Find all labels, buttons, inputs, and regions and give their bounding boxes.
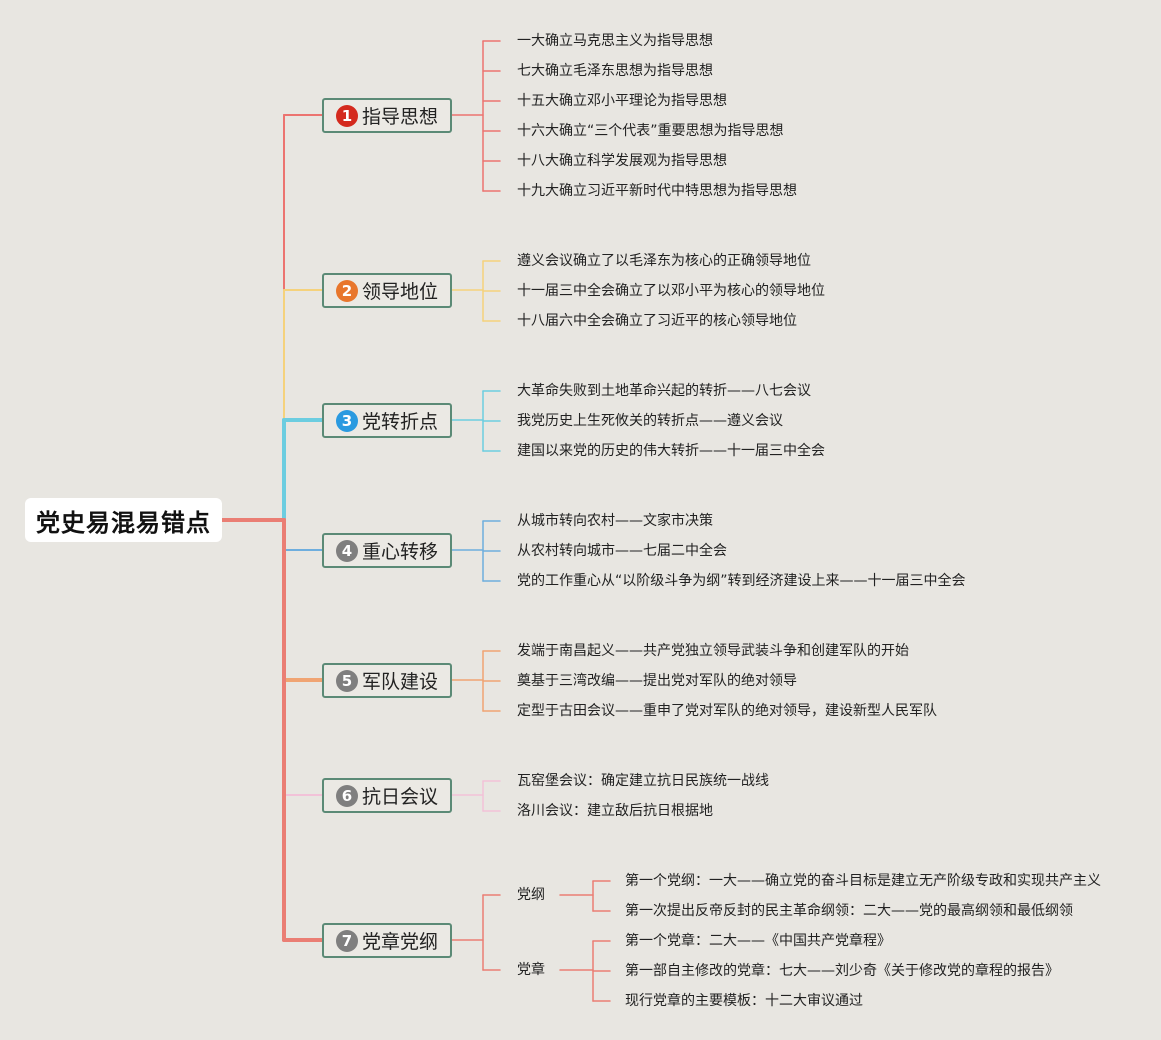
branch-label: 军队建设: [361, 671, 438, 693]
number-badge-icon: 7: [335, 929, 358, 952]
leaf-item[interactable]: 建国以来党的历史的伟大转折——十一届三中全会: [517, 443, 825, 459]
leaf-item[interactable]: 瓦窑堡会议：确定建立抗日民族统一战线: [517, 773, 769, 789]
branch-label: 领导地位: [361, 281, 438, 303]
number-badge-icon: 5: [335, 669, 358, 692]
branch-label: 党转折点: [361, 411, 438, 433]
root-topic[interactable]: 党史易混易错点: [25, 498, 222, 542]
leaf-item[interactable]: 从城市转向农村——文家市决策: [517, 513, 713, 529]
branch-label: 指导思想: [361, 106, 438, 128]
leaf-item[interactable]: 十九大确立习近平新时代中特思想为指导思想: [517, 183, 797, 199]
leaf-item[interactable]: 一大确立马克思主义为指导思想: [517, 33, 713, 49]
leaf-item[interactable]: 第一个党纲：一大——确立党的奋斗目标是建立无产阶级专政和实现共产主义: [625, 873, 1101, 889]
number-badge-icon: 2: [335, 279, 358, 302]
number-badge-icon: 3: [335, 409, 358, 432]
leaf-item[interactable]: 大革命失败到土地革命兴起的转折——八七会议: [517, 383, 811, 399]
leaf-item[interactable]: 十五大确立邓小平理论为指导思想: [517, 93, 727, 109]
leaf-item[interactable]: 我党历史上生死攸关的转折点——遵义会议: [517, 413, 783, 429]
leaf-item[interactable]: 遵义会议确立了以毛泽东为核心的正确领导地位: [517, 253, 811, 269]
branch-label: 重心转移: [361, 541, 438, 563]
leaf-item[interactable]: 洛川会议：建立敌后抗日根据地: [517, 803, 713, 819]
sub-topic[interactable]: 党章: [517, 962, 545, 978]
number-badge-icon: 6: [335, 784, 358, 807]
leaf-item[interactable]: 七大确立毛泽东思想为指导思想: [517, 63, 713, 79]
leaf-item[interactable]: 第一部自主修改的党章：七大——刘少奇《关于修改党的章程的报告》: [625, 963, 1059, 979]
leaf-item[interactable]: 十八大确立科学发展观为指导思想: [517, 153, 727, 169]
sub-topic[interactable]: 党纲: [517, 887, 545, 903]
leaf-item[interactable]: 发端于南昌起义——共产党独立领导武装斗争和创建军队的开始: [517, 643, 909, 659]
leaf-item[interactable]: 第一个党章：二大——《中国共产党章程》: [625, 933, 891, 949]
leaf-item[interactable]: 奠基于三湾改编——提出党对军队的绝对领导: [517, 673, 797, 689]
leaf-item[interactable]: 从农村转向城市——七届二中全会: [517, 543, 727, 559]
leaf-item[interactable]: 第一次提出反帝反封的民主革命纲领：二大——党的最高纲领和最低纲领: [625, 903, 1073, 919]
branch-label: 党章党纲: [361, 931, 438, 953]
leaf-item[interactable]: 党的工作重心从“以阶级斗争为纲”转到经济建设上来——十一届三中全会: [517, 573, 966, 589]
number-badge-icon: 4: [335, 539, 358, 562]
branch-label: 抗日会议: [361, 786, 438, 808]
leaf-item[interactable]: 定型于古田会议——重申了党对军队的绝对领导，建设新型人民军队: [517, 703, 937, 719]
leaf-item[interactable]: 十八届六中全会确立了习近平的核心领导地位: [517, 313, 797, 329]
leaf-item[interactable]: 十六大确立“三个代表”重要思想为指导思想: [517, 123, 784, 139]
leaf-item[interactable]: 现行党章的主要模板：十二大审议通过: [625, 993, 863, 1009]
number-badge-icon: 1: [335, 104, 358, 127]
leaf-item[interactable]: 十一届三中全会确立了以邓小平为核心的领导地位: [517, 283, 825, 299]
